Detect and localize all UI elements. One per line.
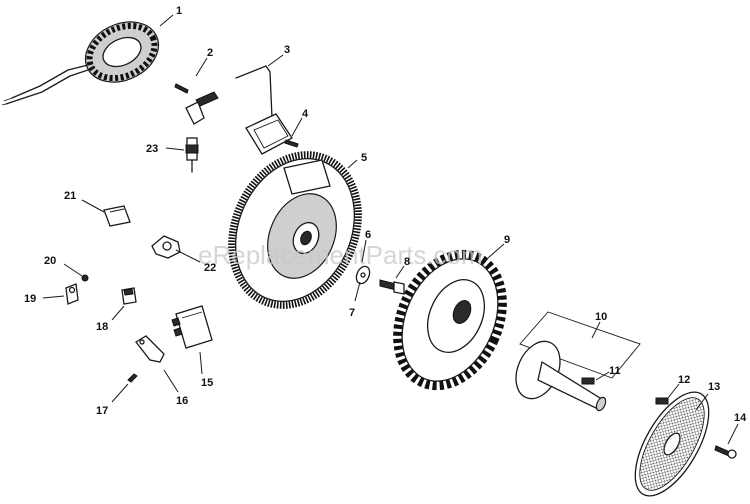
shaft-assembly: [515, 311, 641, 412]
bolt-14: [714, 445, 737, 459]
callout-14: 14: [734, 412, 747, 424]
leader-lines: [42, 14, 739, 445]
terminal: [65, 283, 79, 305]
spark-plug-boot: [185, 91, 219, 125]
callout-4: 4: [302, 108, 309, 120]
callout-21: 21: [64, 190, 76, 202]
callout-labels: 1 2 3 4 5 6 7 8 9 10 11 12 13 14 15 16 1…: [24, 5, 747, 424]
callout-18: 18: [96, 321, 108, 333]
callout-7: 7: [349, 307, 355, 319]
bolt-12: [655, 397, 669, 405]
stator: [1, 21, 160, 106]
screw-4: [284, 139, 299, 148]
spark-plug: [185, 137, 199, 173]
callout-22: 22: [204, 262, 216, 274]
callout-11: 11: [609, 365, 621, 377]
bolt-11: [581, 377, 595, 385]
watermark: eReplacementParts.com: [198, 240, 483, 270]
bolt-8: [379, 279, 405, 295]
callout-17: 17: [96, 405, 108, 417]
small-connector: [121, 287, 137, 305]
clamp: [151, 235, 181, 259]
rectifier-regulator: [171, 305, 213, 349]
callout-16: 16: [176, 395, 188, 407]
callout-2: 2: [207, 47, 213, 59]
callout-23: 23: [146, 143, 158, 155]
nut: [81, 274, 89, 282]
callout-3: 3: [284, 44, 290, 56]
flywheel: [228, 151, 362, 309]
callout-1: 1: [176, 5, 182, 17]
callout-9: 9: [504, 234, 510, 246]
screen: [634, 391, 710, 497]
screw-17: [127, 373, 138, 383]
callout-12: 12: [678, 374, 690, 386]
bracket: [135, 335, 165, 363]
callout-5: 5: [361, 152, 367, 164]
callout-10: 10: [595, 311, 607, 323]
callout-19: 19: [24, 293, 36, 305]
callout-13: 13: [708, 381, 720, 393]
callout-15: 15: [201, 377, 213, 389]
callout-6: 6: [365, 229, 371, 241]
screw-2: [174, 83, 189, 94]
callout-20: 20: [44, 255, 56, 267]
connector: [103, 205, 131, 227]
ignition-module: [235, 65, 293, 155]
callout-8: 8: [404, 256, 410, 268]
fan: [393, 249, 507, 391]
